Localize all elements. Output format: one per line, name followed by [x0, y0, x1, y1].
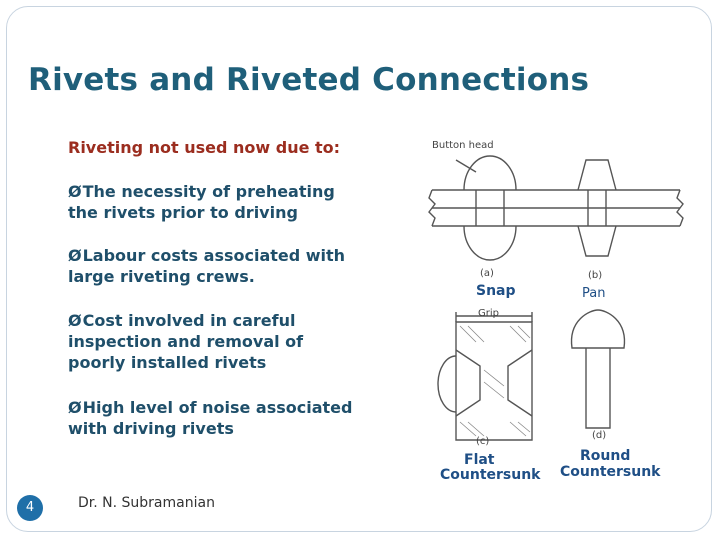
label-b: (b): [588, 270, 603, 281]
rivet-drawings: [428, 155, 684, 441]
round-label: Round: [580, 448, 631, 464]
snap-label: Snap: [476, 283, 516, 299]
footer-author: Dr. N. Subramanian: [78, 495, 215, 511]
bullet-arrow-icon: Ø: [68, 311, 82, 330]
break-line: [676, 189, 684, 227]
bullet-labour: ØLabour costs associated with large rive…: [68, 245, 345, 287]
bullet-line: Labour costs associated with: [82, 246, 346, 265]
snap-head-top: [463, 155, 517, 191]
countersunk-shank: [507, 349, 533, 417]
bullet-line: inspection and removal of: [68, 332, 304, 351]
slide-number-badge: 4: [17, 495, 43, 521]
rivet-types-figure: Button head (a) (b) Snap Pan Grip (c) (d…: [420, 130, 690, 490]
leader-line: [455, 159, 477, 173]
bullet-arrow-icon: Ø: [68, 398, 82, 417]
bullet-line: large riveting crews.: [68, 267, 255, 286]
pan-head-top: [577, 159, 617, 191]
label-c: (c): [476, 436, 490, 447]
round-countersunk-label: Countersunk: [560, 464, 661, 480]
bullet-line: The necessity of preheating: [82, 182, 335, 201]
slide-title: Rivets and Riveted Connections: [28, 62, 590, 98]
bullet-arrow-icon: Ø: [68, 246, 82, 265]
flat-label: Flat: [464, 452, 495, 468]
break-line: [428, 189, 436, 227]
bullet-line: poorly installed rivets: [68, 353, 267, 372]
slide-frame: [6, 6, 712, 532]
countersunk-shank: [455, 349, 481, 417]
grip-ticks: [455, 312, 533, 322]
label-a: (a): [480, 268, 494, 279]
rivet-shank: [475, 190, 505, 226]
plate-section: [455, 321, 533, 441]
rivet-shank: [587, 190, 607, 226]
bullet-noise: ØHigh level of noise associated with dri…: [68, 397, 352, 439]
bullet-line: High level of noise associated: [82, 398, 353, 417]
bullet-line: Cost involved in careful: [82, 311, 296, 330]
bullet-preheating: ØThe necessity of preheating the rivets …: [68, 181, 335, 223]
round-countersunk-head: [570, 309, 626, 349]
rivet-head-left: [437, 355, 457, 413]
bullet-line: with driving rivets: [68, 419, 234, 438]
bullet-arrow-icon: Ø: [68, 182, 82, 201]
bullet-cost: ØCost involved in careful inspection and…: [68, 310, 303, 373]
snap-head-bottom: [463, 225, 517, 261]
pan-head-bottom: [577, 225, 617, 257]
pan-label: Pan: [582, 286, 606, 301]
button-head-label: Button head: [432, 140, 494, 151]
bullet-line: the rivets prior to driving: [68, 203, 298, 222]
flat-countersunk-label: Countersunk: [440, 467, 541, 483]
subtitle: Riveting not used now due to:: [68, 138, 341, 157]
rivet-shank: [585, 348, 611, 429]
grip-label: Grip: [478, 308, 499, 319]
label-d: (d): [592, 430, 607, 441]
